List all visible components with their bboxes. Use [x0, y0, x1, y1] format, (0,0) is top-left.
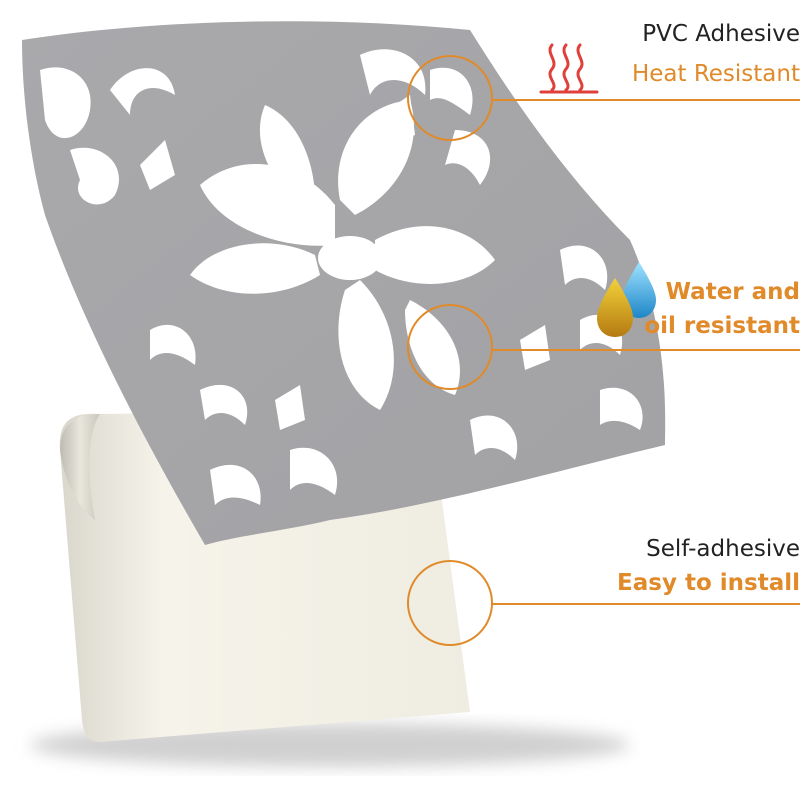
callout-water — [407, 304, 800, 390]
pvc-adhesive-label: PVC Adhesive — [642, 21, 800, 47]
heat-waves-icon — [539, 43, 599, 94]
water-oil-drops-icon — [597, 262, 656, 337]
self-adhesive-label: Self-adhesive — [646, 536, 800, 562]
tile-sheet — [22, 21, 666, 546]
easy-install-label: Easy to install — [617, 570, 800, 596]
callout-heat — [407, 55, 800, 141]
heat-resistant-label: Heat Resistant — [631, 61, 800, 87]
callout-adhesive — [407, 560, 800, 646]
water-oil-label-line2: oil resistant — [644, 313, 800, 339]
water-oil-label-line1: Water and — [665, 279, 800, 305]
